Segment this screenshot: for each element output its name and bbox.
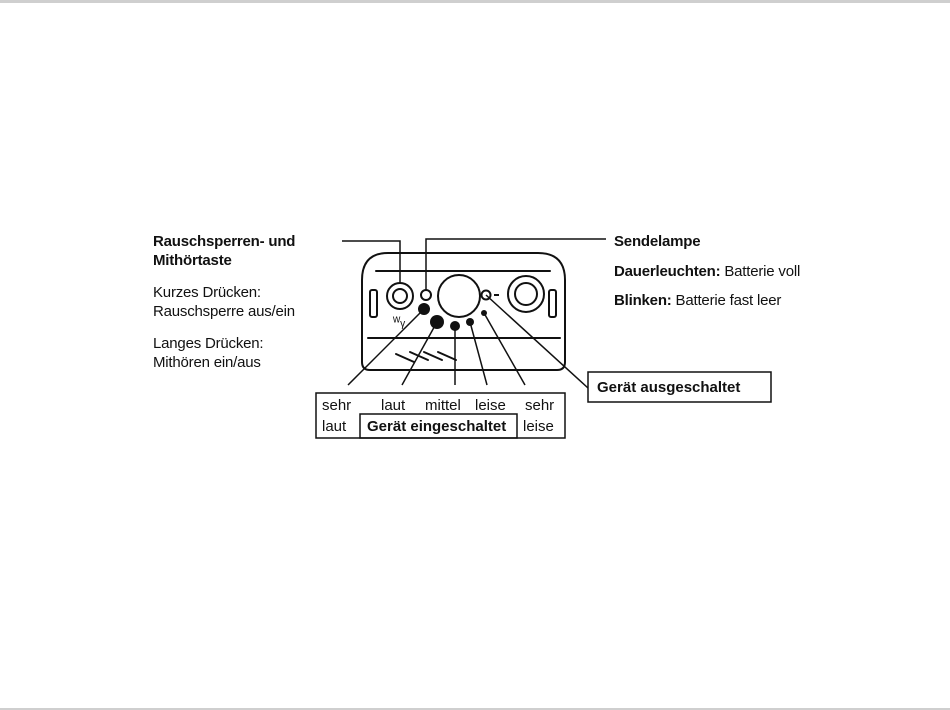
squelch-leader-line [342,241,400,283]
grip-hatch [396,354,414,362]
label-medium: mittel [425,397,461,414]
label-very-quiet-bottom: leise [523,418,554,435]
volume-knob [438,275,480,317]
label-quiet: leise [475,397,506,414]
lamp-leader-line [426,239,606,290]
label-very-loud-bottom: laut [322,418,347,435]
very-loud-leader [348,309,424,385]
right-knob-inner [515,283,537,305]
right-grip [549,290,556,317]
transmit-lamp [421,290,431,300]
device-off-label: Gerät ausgeschaltet [597,379,740,396]
left-grip [370,290,377,317]
device-mark: ʷᵧ [392,313,405,330]
label-loud: laut [381,397,406,414]
very-quiet-leader [484,313,525,385]
label-very-top-right: sehr [525,397,554,414]
right-knob-outer [508,276,544,312]
device-on-label: Gerät eingeschaltet [367,418,506,435]
loud-leader [402,322,437,385]
quiet-leader [470,322,487,385]
squelch-button-outer [387,283,413,309]
squelch-button-inner [393,289,407,303]
label-very-top-left: sehr [322,397,351,414]
